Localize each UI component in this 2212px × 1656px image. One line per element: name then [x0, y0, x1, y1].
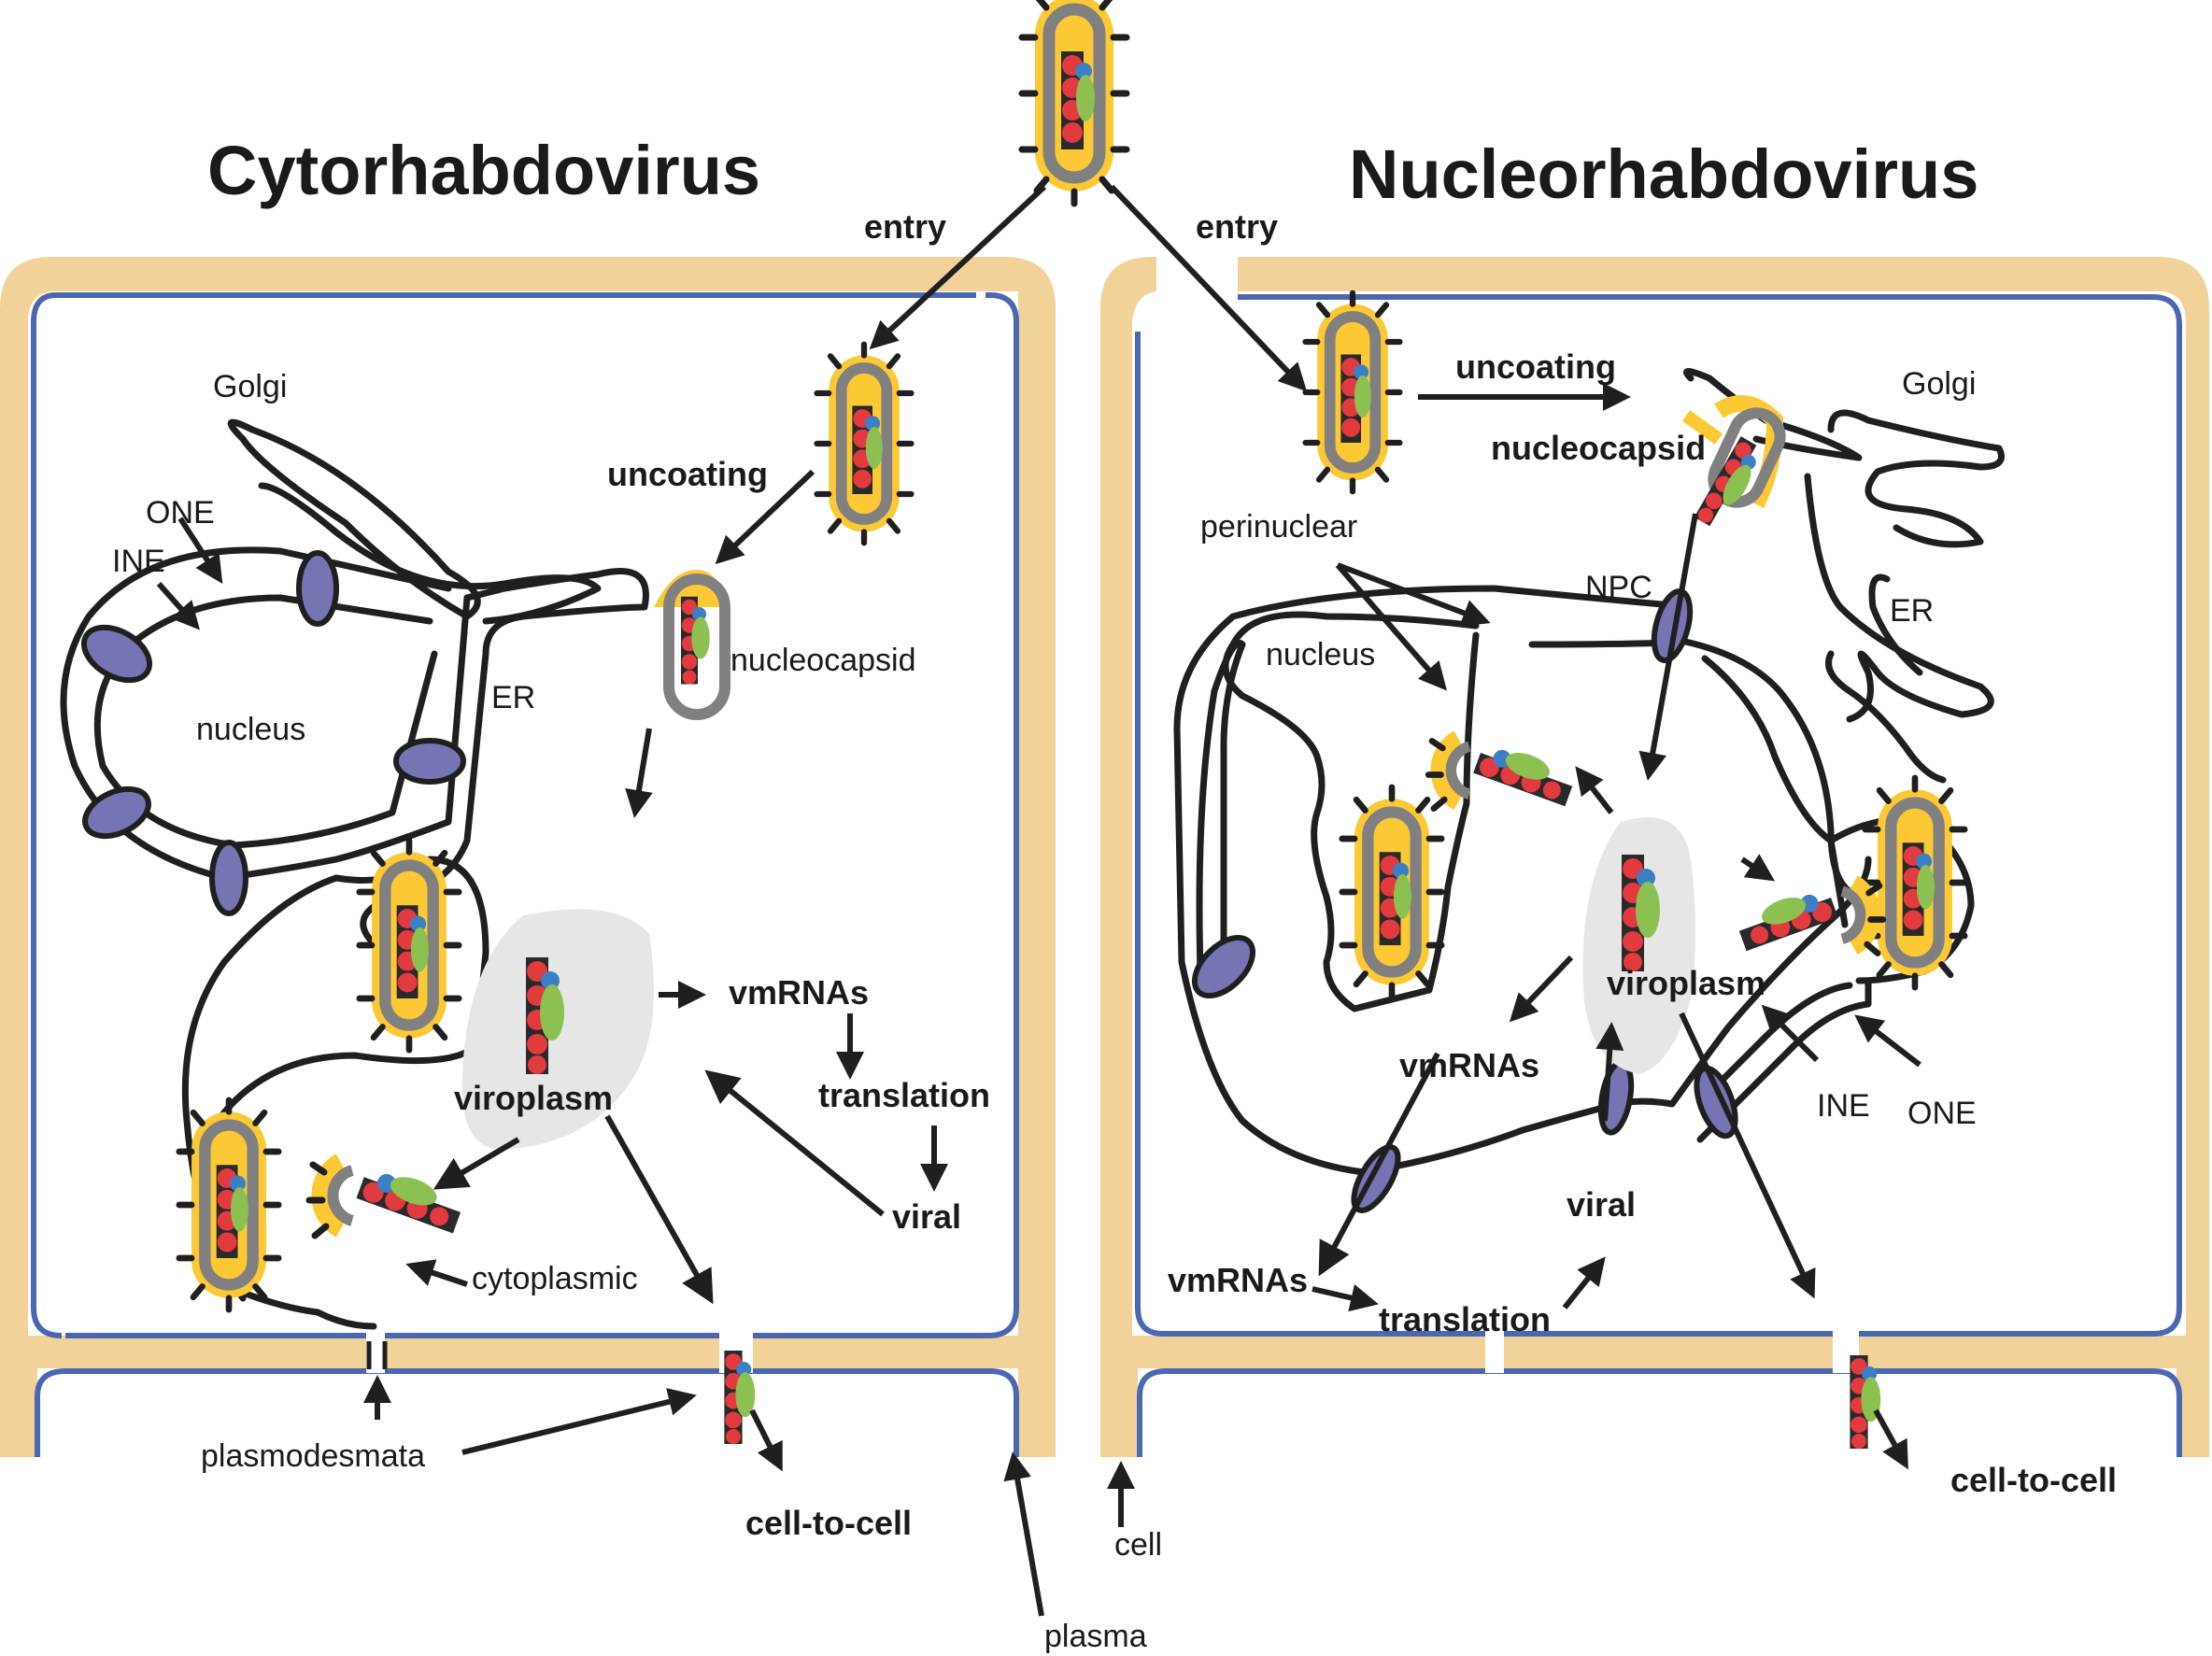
right-npc-label: NPC	[1585, 570, 1652, 605]
plasma-membrane-label: plasma	[1044, 1619, 1147, 1654]
left-one-label: ONE	[146, 495, 215, 531]
right-er-label: ER	[1890, 593, 1934, 629]
entry-arrow-left	[869, 184, 1047, 350]
right-vmrnas-lower-label: vmRNAs	[1168, 1261, 1308, 1299]
viral-protein-arrow	[704, 1069, 885, 1217]
right-perinuclear-label: perinuclear	[1200, 509, 1357, 545]
right-vmrnas-upper-label: vmRNAs	[1399, 1046, 1539, 1084]
right-uncoating-label: uncoating	[1455, 347, 1616, 386]
left-cell	[0, 257, 1056, 1457]
title-nucleorhabdovirus: Nucleorhabdovirus	[1349, 135, 1978, 213]
title-cytorhabdovirus: Cytorhabdovirus	[207, 132, 760, 209]
left-cytoplasmic-label: cytoplasmic	[472, 1261, 638, 1296]
left-er-lumen	[201, 856, 489, 1330]
left-translation-label: translation	[818, 1076, 990, 1114]
right-golgi-label: Golgi	[1902, 366, 1976, 402]
left-entering-virion-icon	[817, 345, 912, 543]
right-cell-wall	[1100, 257, 2209, 1457]
right-cell-to-cell-label: cell-to-cell	[1950, 1461, 2117, 1499]
right-viroplasm-label: viroplasm	[1607, 964, 1765, 1002]
cell-wall-label: cell	[1114, 1527, 1162, 1563]
right-nucleus-inner	[1222, 611, 1480, 1012]
uncoating-arrow-left	[715, 469, 815, 565]
left-viral-label: viral	[892, 1197, 961, 1236]
right-cell	[1100, 257, 2209, 1457]
right-one-label: ONE	[1907, 1096, 1977, 1131]
right-translation-label: translation	[1379, 1300, 1551, 1338]
left-viroplasm-label: viroplasm	[454, 1079, 613, 1117]
left-nucleus-label: nucleus	[196, 712, 305, 747]
right-budding-virion-left-icon	[1428, 739, 1577, 809]
right-nucleocapsid-label: nucleocapsid	[1491, 429, 1706, 467]
right-nuclear-envelope-outer	[1173, 585, 1872, 1176]
right-plasma-membrane	[1135, 294, 2182, 1337]
left-nucleocapsid-icon	[654, 570, 730, 720]
right-entry-label: entry	[1196, 207, 1278, 246]
left-cell-to-cell-label: cell-to-cell	[745, 1504, 912, 1542]
left-budding-virion-icon	[309, 1162, 466, 1236]
left-vmrnas-label: vmRNAs	[729, 973, 869, 1012]
right-perinuclear-virion-left-icon	[1342, 787, 1441, 997]
left-ine-label: INE	[112, 544, 165, 579]
right-entering-virion-icon	[1306, 293, 1400, 491]
left-er-label: ER	[491, 680, 535, 715]
left-nucleocapsid-label: nucleocapsid	[730, 643, 915, 678]
right-viral-label: viral	[1567, 1185, 1636, 1224]
left-golgi-label: Golgi	[213, 369, 287, 404]
left-cytoplasm-virion-icon	[179, 1100, 278, 1309]
right-ine-label: INE	[1817, 1088, 1870, 1124]
top-virion-icon	[1022, 0, 1127, 204]
left-uncoating-label: uncoating	[607, 455, 768, 493]
left-entry-label: entry	[864, 207, 946, 246]
right-er	[1804, 473, 1994, 723]
plasmodesmata-label: plasmodesmata	[201, 1438, 425, 1474]
left-nuclear-pore	[296, 550, 339, 627]
left-plasma-membrane	[31, 292, 976, 1338]
entry-arrow-right	[1109, 184, 1308, 392]
right-nucleocapsid-icon	[1681, 395, 1786, 533]
right-nucleus-label: nucleus	[1266, 637, 1375, 672]
